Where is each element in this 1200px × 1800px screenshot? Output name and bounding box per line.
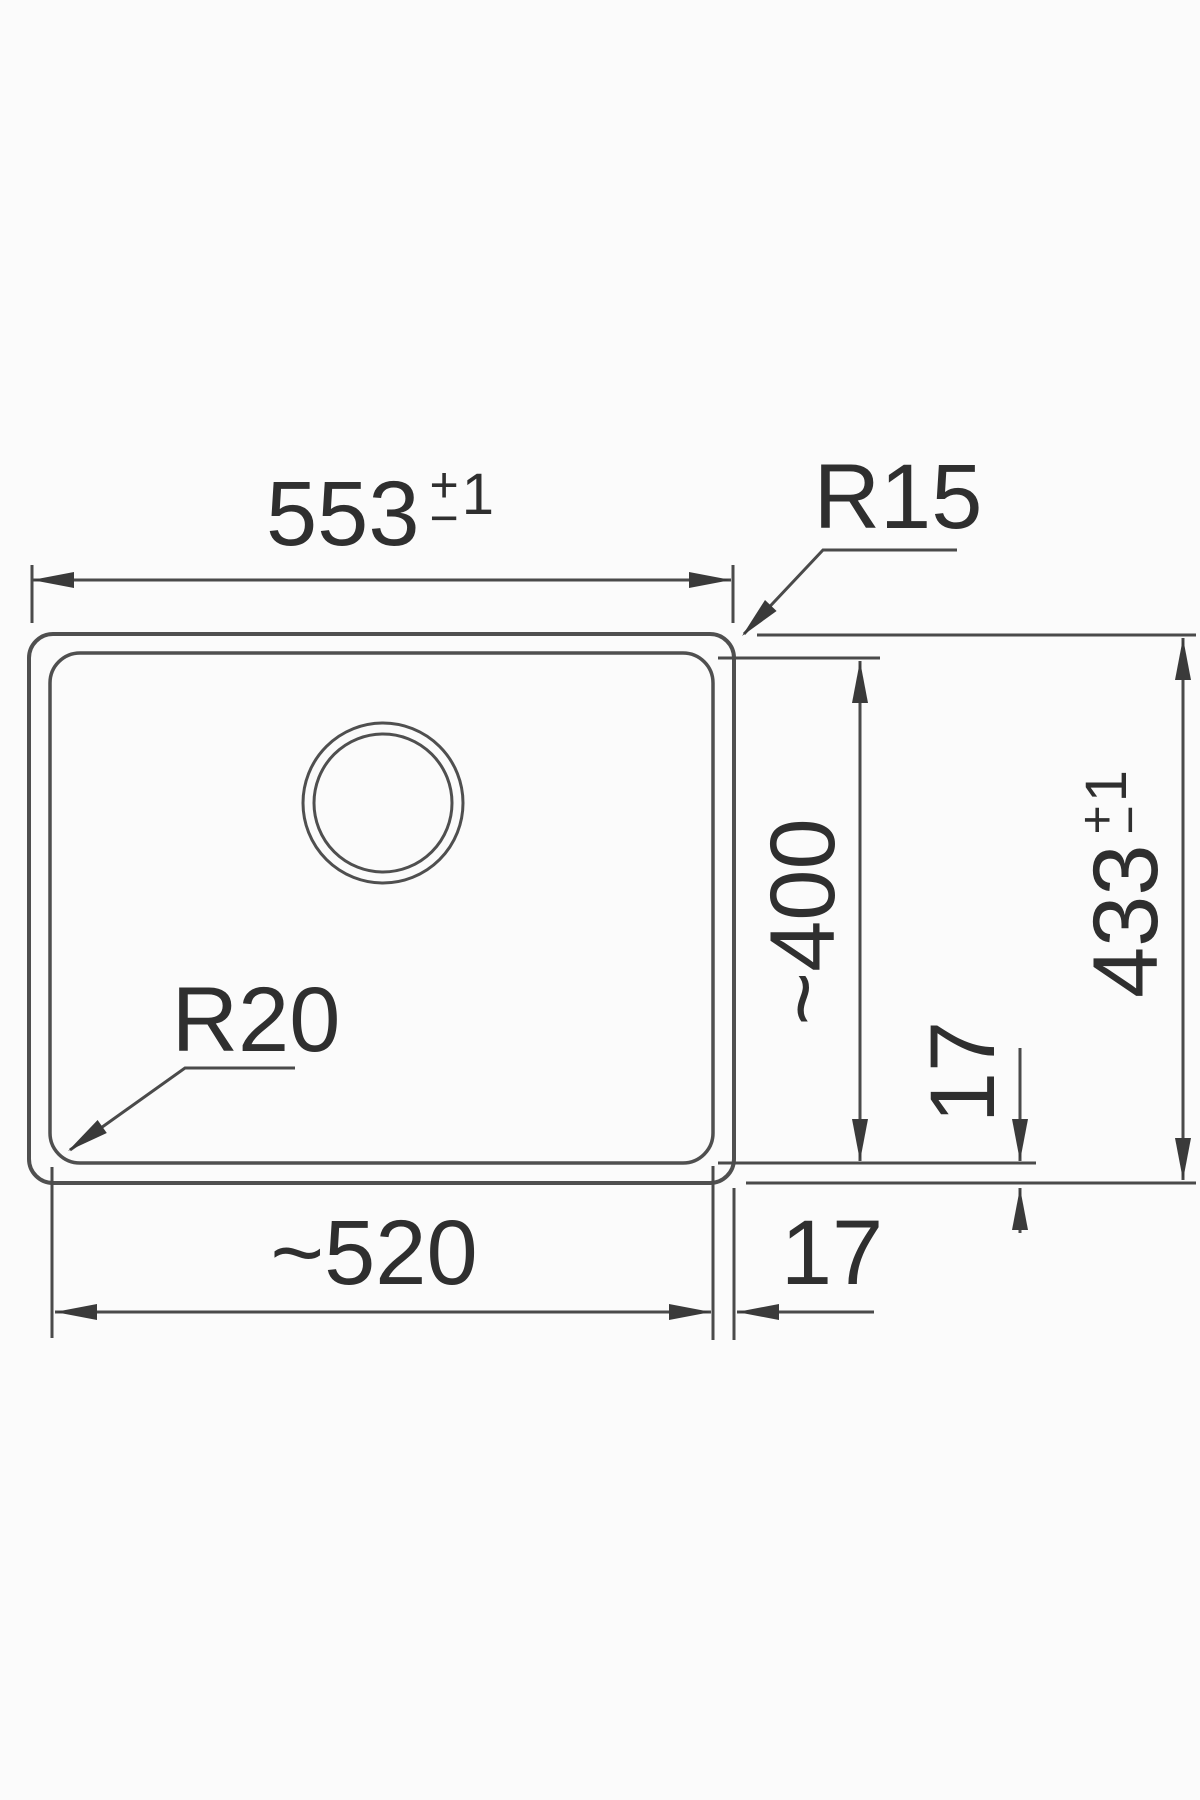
arrow-r20-leader (68, 1120, 107, 1151)
arrow-553-right (689, 572, 731, 588)
sink-outer-outline (27, 632, 736, 1185)
leader-line-r20 (69, 1066, 295, 1152)
leader-line-r15 (742, 548, 957, 636)
radius-label-r20: R20 (171, 969, 341, 1071)
dim-label-bowl-depth: ~400 (752, 818, 854, 1026)
tolerance: + − 1 (1069, 770, 1158, 835)
arrow-400-top (852, 661, 868, 703)
dim-value: 553 (266, 463, 420, 565)
arrow-433-top (1175, 638, 1191, 680)
dim-value: 433 (1075, 844, 1177, 998)
radius-label-r15: R15 (813, 446, 983, 548)
plus-minus-sign: + − (429, 457, 459, 546)
dim-label-top-width: 553 + − 1 (266, 457, 494, 565)
dim-label-rim-right: 17 (912, 1020, 1014, 1124)
arrow-553-left (32, 572, 74, 588)
arrow-520-right (669, 1304, 711, 1320)
sink-inner-bowl-outline (48, 651, 715, 1165)
dim-label-rim-bottom: 17 (780, 1202, 884, 1304)
tolerance: + − 1 (429, 457, 494, 546)
arrow-r15-leader (742, 600, 777, 636)
arrow-433-bottom (1175, 1138, 1191, 1180)
plus-minus-sign: + − (1069, 805, 1158, 835)
arrow-17-bottom (737, 1304, 779, 1320)
drain-hole-inner-circle (312, 732, 454, 874)
dim-label-bowl-width: ~520 (270, 1202, 478, 1304)
arrow-17-right-lower (1012, 1188, 1028, 1230)
arrowheads (32, 572, 1191, 1320)
drain-hole-outer-circle (301, 721, 465, 885)
dim-label-overall-depth: 433 + − 1 (1069, 770, 1177, 998)
arrow-520-left (55, 1304, 97, 1320)
arrow-400-bottom (852, 1119, 868, 1161)
arrow-17-right-upper (1012, 1119, 1028, 1161)
